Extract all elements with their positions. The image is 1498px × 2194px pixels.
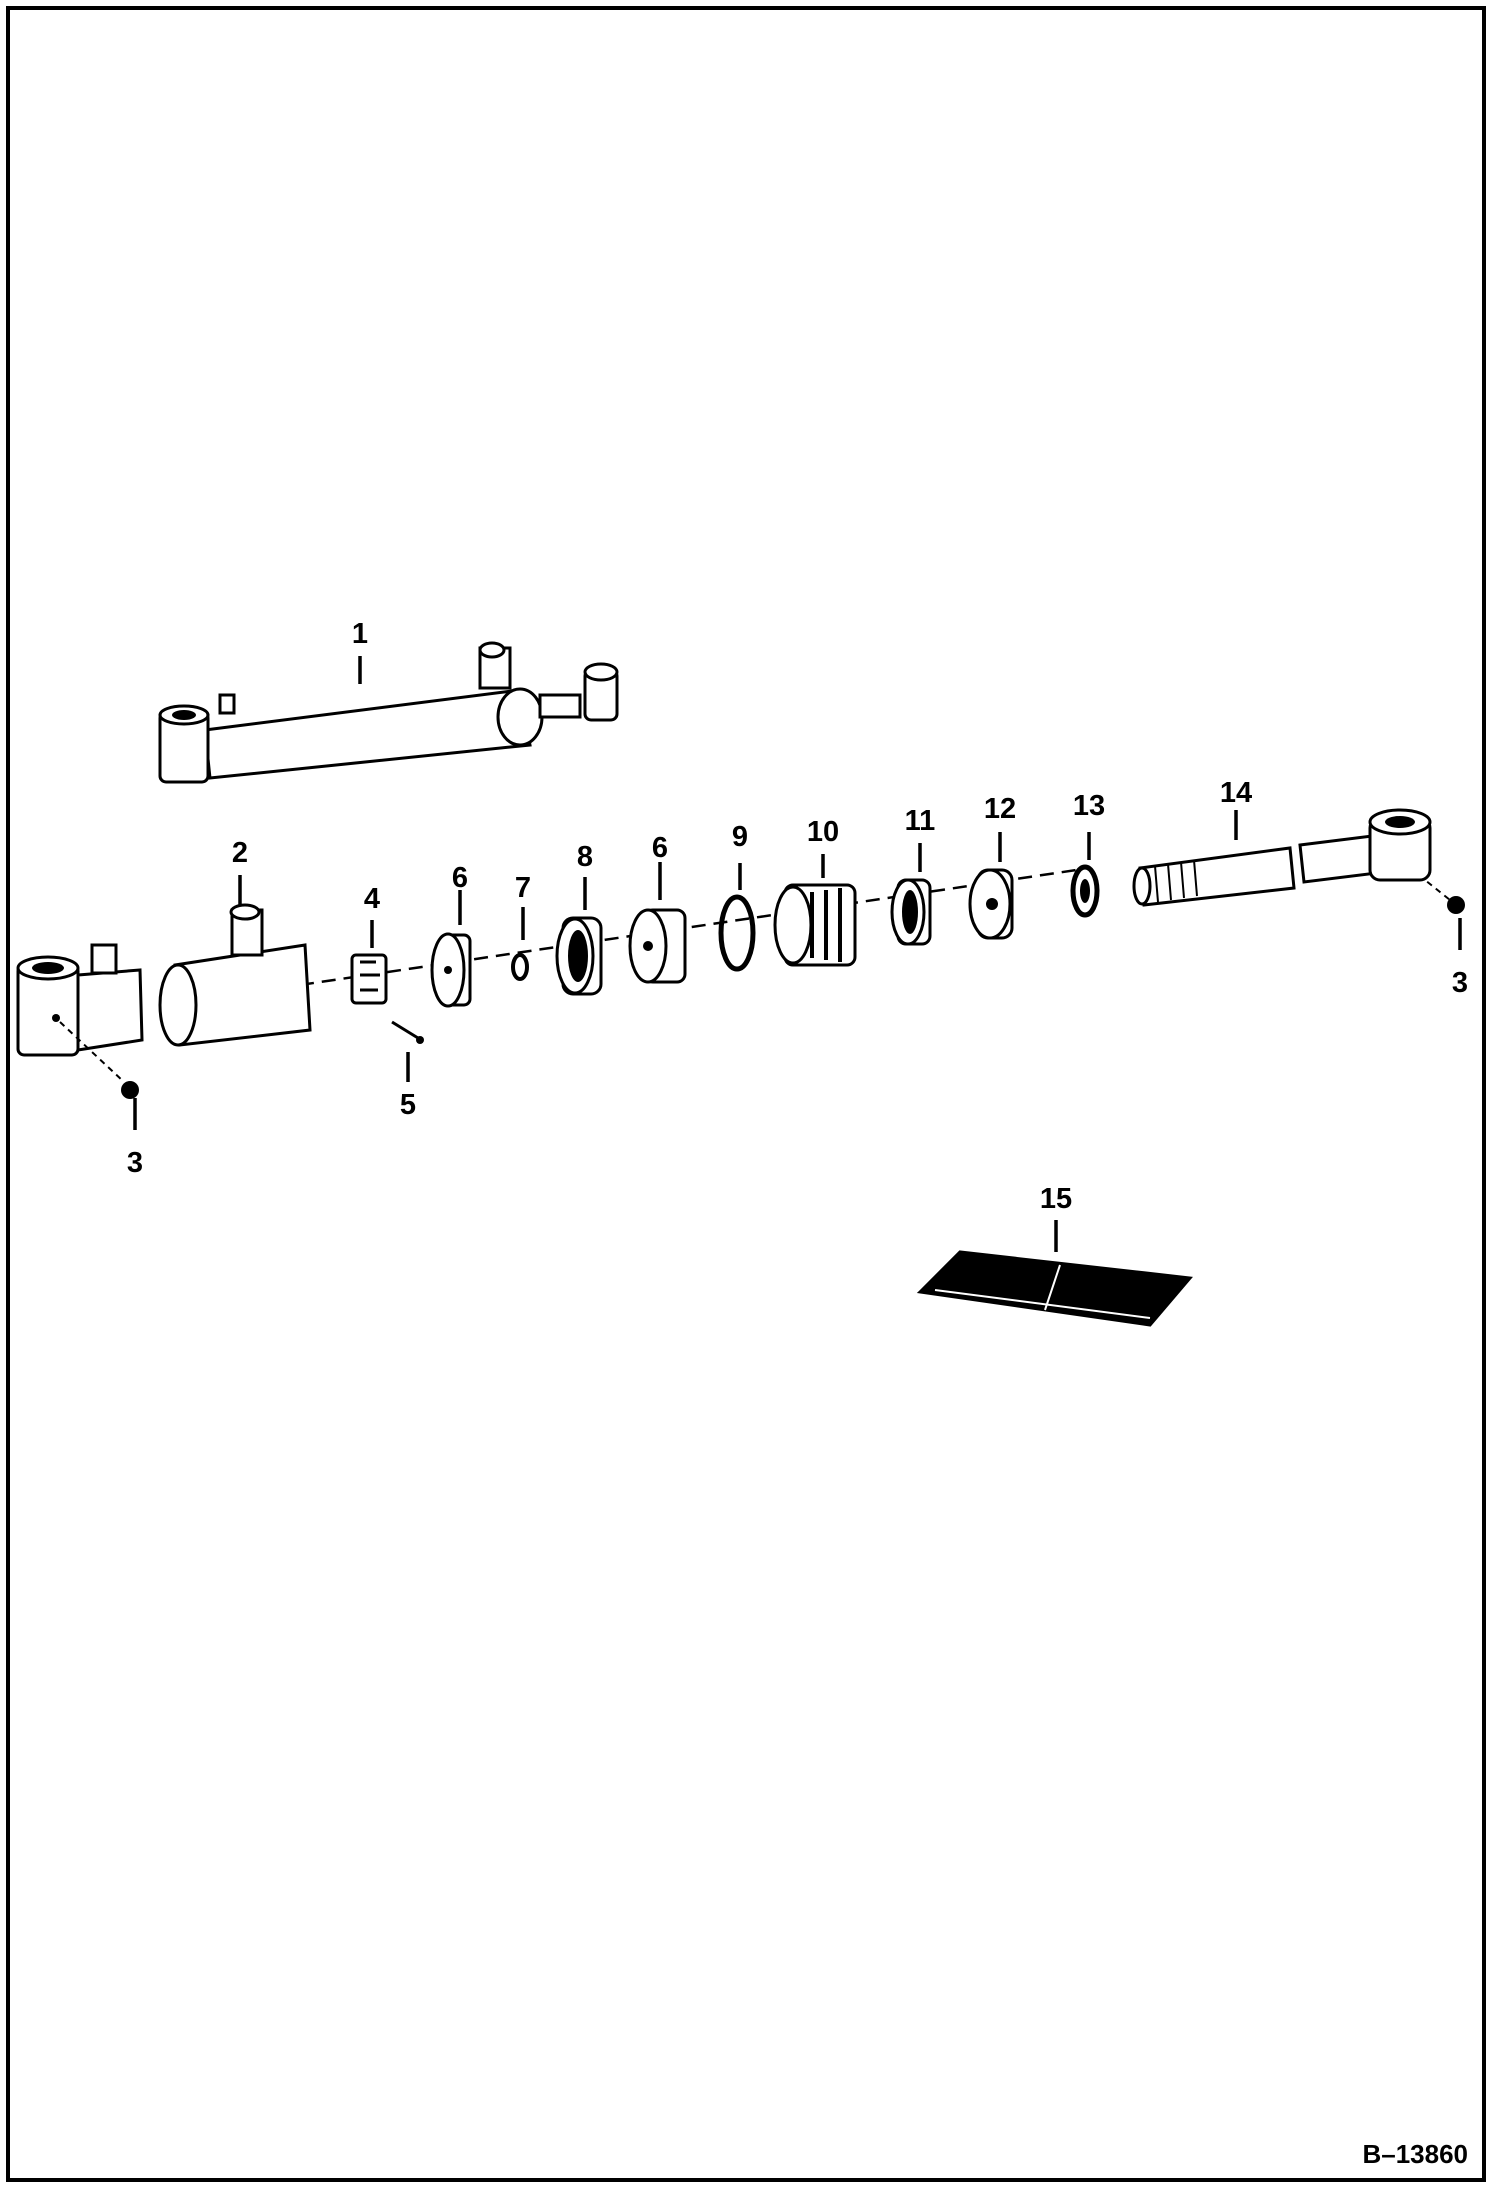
callout-7: 7 (515, 872, 531, 904)
callout-4: 4 (364, 883, 380, 915)
part-6-piston-b (628, 908, 687, 984)
part-13-retaining-ring (1070, 864, 1100, 918)
part-7-o-ring (511, 953, 529, 981)
callout-15: 15 (1040, 1183, 1072, 1215)
callout-9: 9 (732, 821, 748, 853)
callout-1: 1 (352, 618, 368, 650)
part-12-washer (968, 868, 1014, 940)
part-3-grease-fitting-right (1409, 867, 1465, 914)
callout-3-left: 3 (127, 1147, 143, 1179)
page-frame (6, 6, 1486, 2182)
callout-10: 10 (807, 816, 839, 848)
callout-14: 14 (1220, 777, 1252, 809)
part-3-grease-fitting-left (59, 1021, 139, 1099)
part-15-seal-kit (916, 1250, 1193, 1327)
callouts: 1 2 3 3 4 5 6 6 7 8 9 10 11 12 13 14 15 (127, 618, 1468, 1215)
part-9-o-ring (718, 894, 756, 972)
callout-8: 8 (577, 841, 593, 873)
part-10-gland (773, 883, 857, 967)
callout-6-left: 6 (452, 862, 468, 894)
callout-12: 12 (984, 793, 1016, 825)
callout-6-right: 6 (652, 832, 668, 864)
drawing-number: B–13860 (1362, 2139, 1468, 2169)
rod-end-left (16, 943, 144, 1057)
part-11-wiper-seal (890, 878, 932, 946)
callout-5: 5 (400, 1089, 416, 1121)
part-6-piston-a (430, 932, 472, 1008)
part-2-barrel (158, 903, 312, 1047)
callout-11: 11 (905, 805, 936, 837)
part-4-nut (350, 953, 388, 1005)
callout-13: 13 (1073, 790, 1105, 822)
leader-lines (133, 656, 1462, 1252)
part-14-rod (1132, 808, 1432, 907)
part-5-cotter-pin (391, 1020, 424, 1044)
callout-2: 2 (232, 837, 248, 869)
callout-3-right: 3 (1452, 967, 1468, 999)
assembly-axis (299, 866, 1091, 987)
part-8-seal (555, 916, 603, 996)
part-1-cylinder-assembly (158, 641, 619, 784)
